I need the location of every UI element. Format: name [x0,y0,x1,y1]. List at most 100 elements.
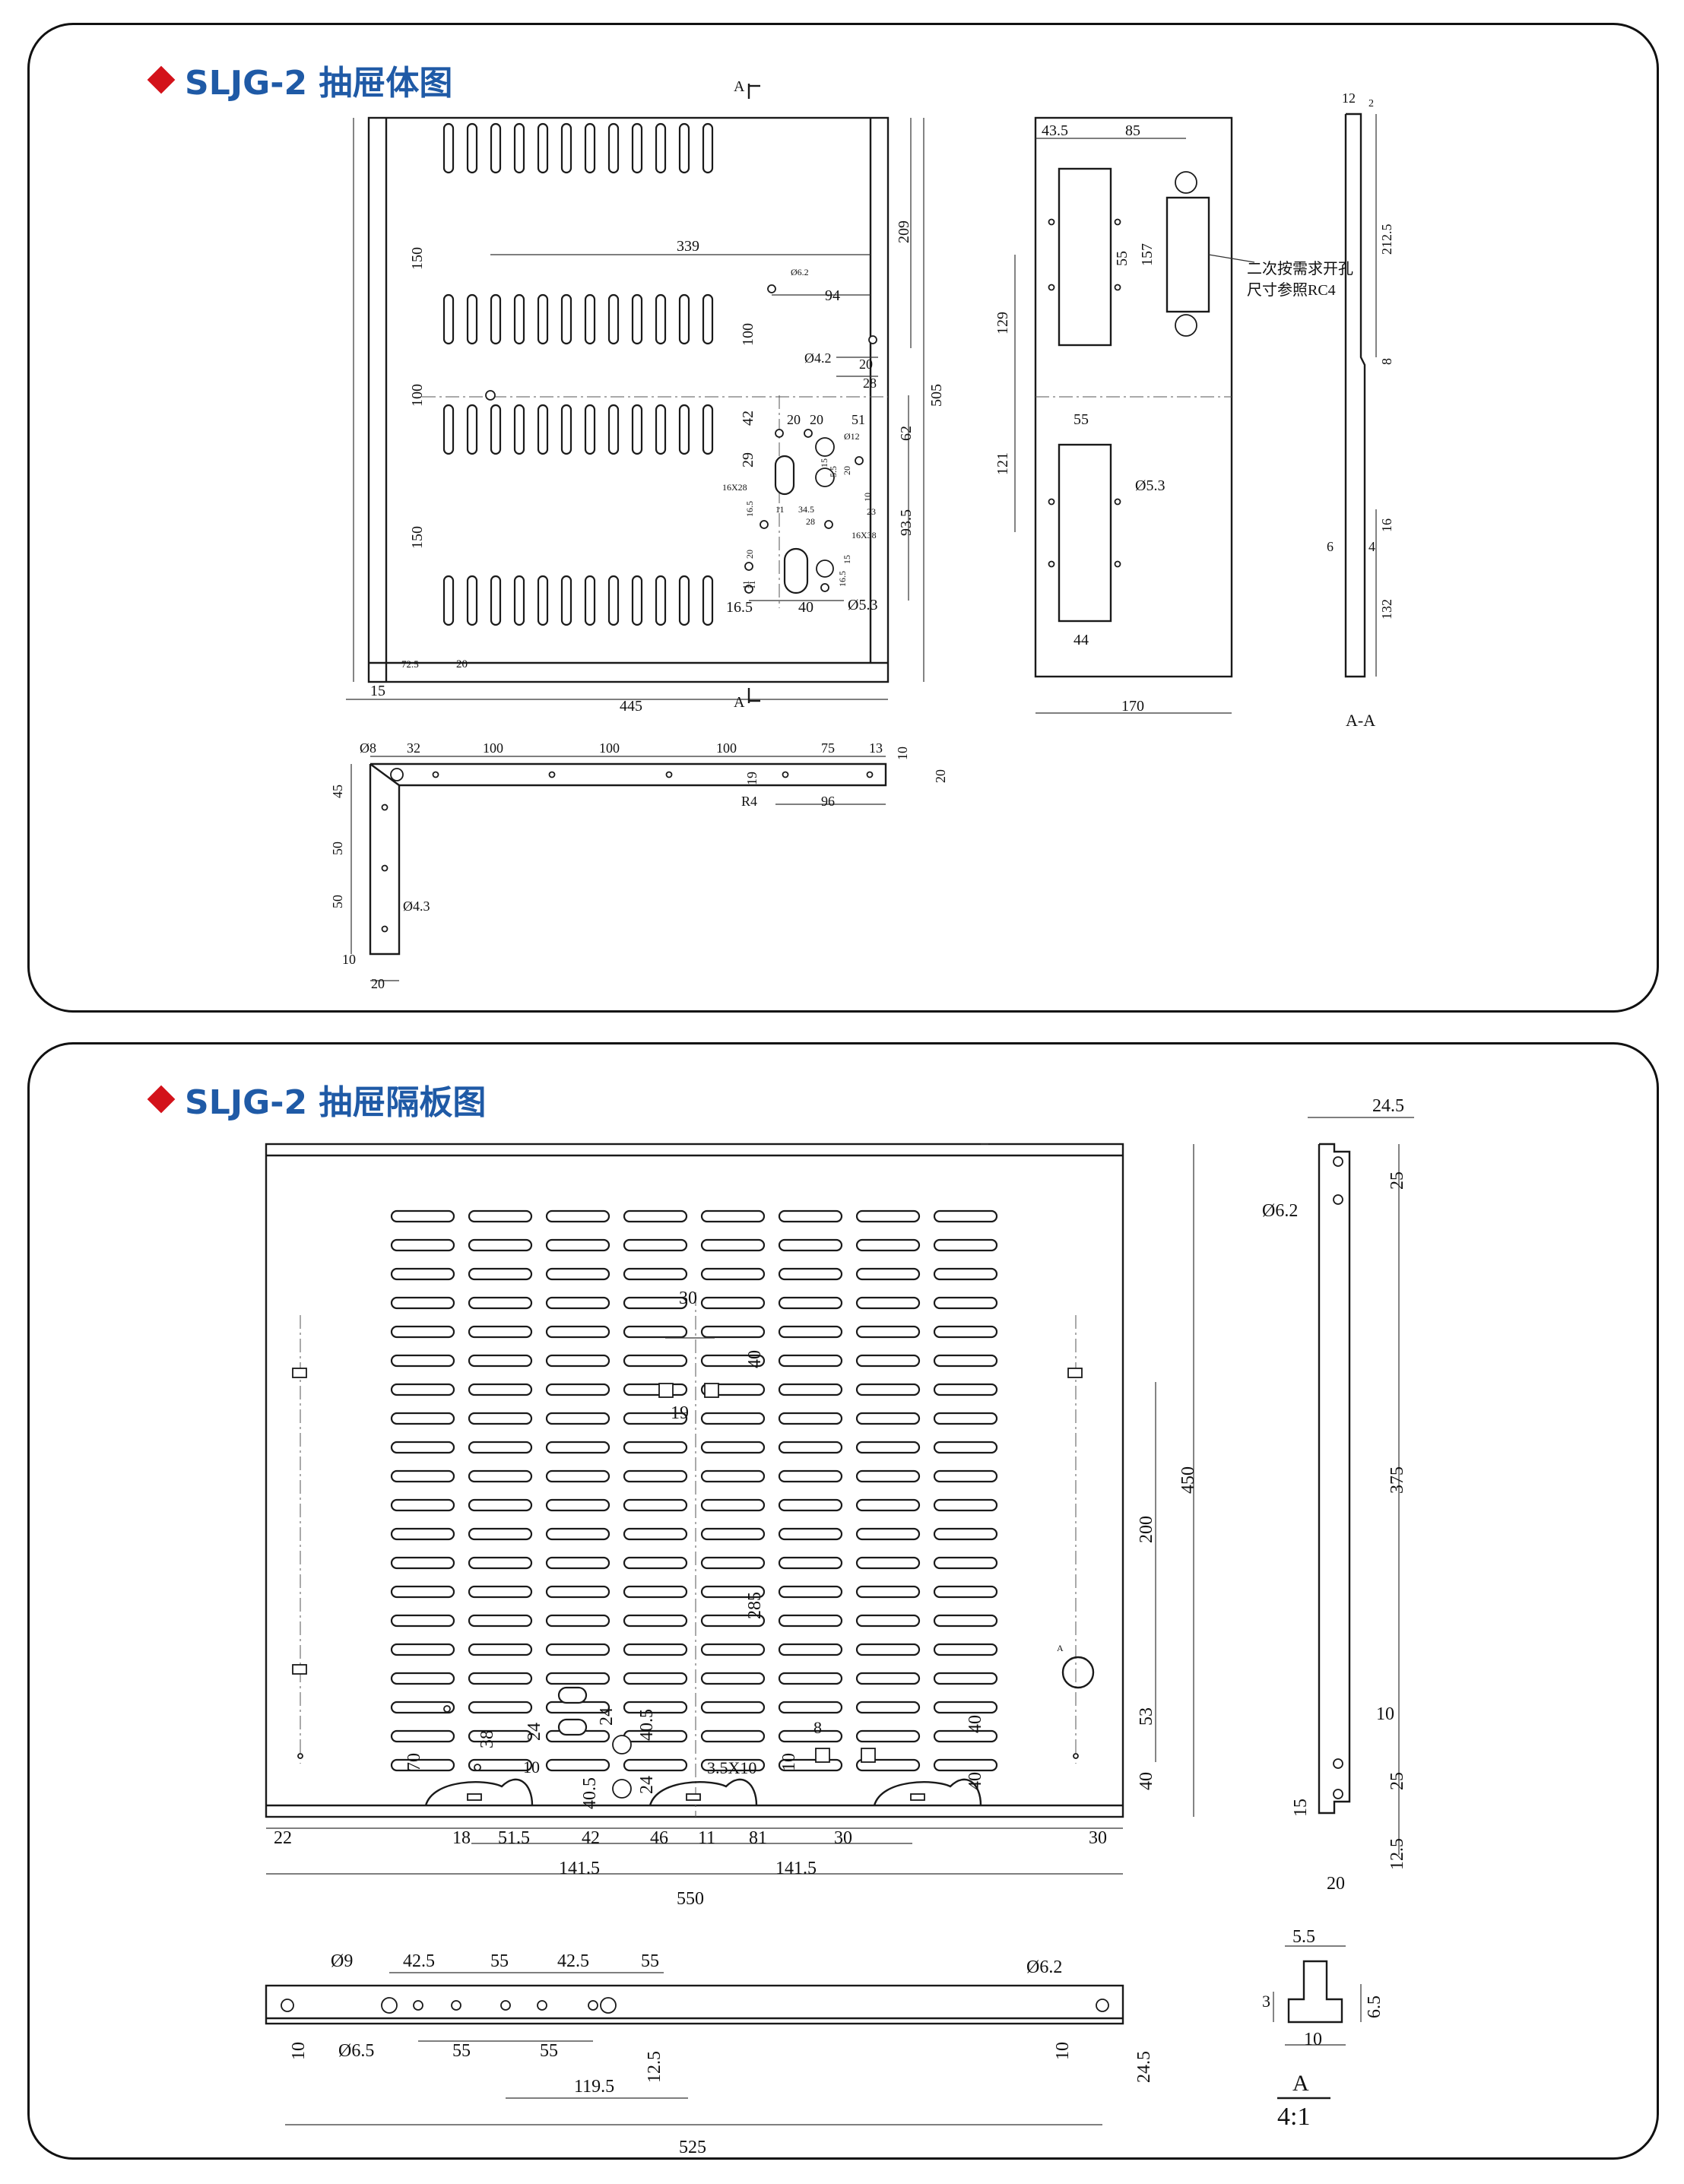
vent-slot [466,404,478,455]
dim-label: 75 [821,740,835,756]
vent-slot [623,1556,688,1570]
dim-label: 5.5 [828,466,839,477]
vent-slot [702,293,714,345]
vent-slot [778,1614,843,1628]
vent-slot [778,1469,843,1483]
vent-slot [623,1238,688,1252]
dim-label: 4 [1368,539,1375,554]
hole [760,520,769,529]
vent-slot [513,575,525,626]
vent-slot [778,1412,843,1425]
hole [824,520,833,529]
vent-slot [468,1267,533,1281]
vent-slot [702,575,714,626]
vent-slot [390,1383,455,1396]
dim-label: 50 [330,895,345,908]
dim-label: 212.5 [1379,224,1394,255]
bracket-hole [381,804,388,811]
drawer-partition-panel: SLJG-2 抽屉隔板图 [27,1042,1659,2160]
dim-label: 3.5X10 [707,1758,756,1777]
cutout [1058,443,1112,623]
vent-slot [655,404,667,455]
dim-label: 339 [677,238,699,255]
vent-slot [678,575,690,626]
dim-label: 42.5 [403,1951,435,1971]
bottom-hole [413,2000,423,2011]
hole [820,583,829,592]
vent-slot [700,1441,766,1454]
dim-label: 55 [641,1951,659,1971]
vent-slot [490,404,502,455]
vent-slot [700,1267,766,1281]
vent-slot [468,1498,533,1512]
dim-label: 29 [740,452,756,468]
drawer-body-panel: SLJG-2 抽屉体图 [27,23,1659,1013]
vent-slot [390,1469,455,1483]
side-note: 二次按需求开孔 [1247,260,1353,277]
dim-label: 16.5 [726,599,753,616]
vent-slot [655,122,667,174]
dim-label: 285 [745,1592,765,1619]
vent-slot [607,575,620,626]
dim-label: 51 [852,412,865,427]
vent-slot [933,1672,998,1685]
oblong-hole [783,547,809,594]
hole [775,429,784,438]
vent-slot [778,1209,843,1223]
vent-slot [855,1383,921,1396]
vent-slot [390,1614,455,1628]
dim-label: 11 [741,580,751,589]
dim-label: 72.5 [401,658,419,670]
vent-slot [390,1412,455,1425]
dim-label: 13 [869,740,883,756]
hole [1175,171,1197,194]
vent-slot [623,1614,688,1628]
hole [744,585,753,594]
dim-label: 129 [994,312,1011,334]
dim-label: 132 [1379,599,1394,620]
vent-slot [390,1325,455,1339]
vent-slot [700,1412,766,1425]
bracket-view: Ø8 32 100 100 100 75 13 R4 96 Ø4.3 10 20… [330,740,948,991]
dim-label: 375 [1387,1466,1407,1494]
diamond-bullet-icon [147,1085,176,1114]
vent-slot [933,1354,998,1368]
vent-slot [700,1643,766,1656]
vent-slot [700,1556,766,1570]
dim-label: 3 [1262,1992,1270,2011]
vent-slot [545,1585,610,1599]
vent-slot [545,1614,610,1628]
vent-slot [700,1701,766,1714]
dim-label: 28 [863,376,877,391]
dim-label: 51.5 [498,1828,530,1848]
vent-slot [778,1383,843,1396]
callout: Ø5.3 [1135,477,1165,494]
vent-slot [537,122,549,174]
vent-slot [545,1527,610,1541]
vent-slot [468,1238,533,1252]
dim-label: 10 [1376,1704,1394,1724]
bottom-hole [537,2000,547,2011]
dim-label: 38 [477,1730,497,1748]
dim-label: 20 [1327,1874,1345,1894]
callout: Ø9 [331,1951,353,1971]
vent-slot [631,293,643,345]
vent-slot [933,1296,998,1310]
vent-slot [390,1527,455,1541]
vent-slot [560,404,572,455]
dim-label: 81 [749,1828,767,1848]
dim-label: 20 [842,466,852,475]
vent-slot [442,122,455,174]
vent-slot [545,1296,610,1310]
drawer-partition-title: SLJG-2 抽屉隔板图 [185,1083,487,1122]
oblong-hole [774,455,795,496]
hole [804,429,813,438]
dim-label: 550 [677,1889,704,1909]
partition-bottom-view: Ø9 42.5 55 42.5 55 Ø6.2 Ø6.5 55 55 119.5… [265,1951,1154,2157]
vent-slot [855,1643,921,1656]
vent-slot [468,1325,533,1339]
vent-slot [468,1527,533,1541]
dim-label: R4 [741,794,757,809]
dim-label: 6.5 [1365,1995,1384,2018]
dim-label: 85 [1125,122,1140,139]
